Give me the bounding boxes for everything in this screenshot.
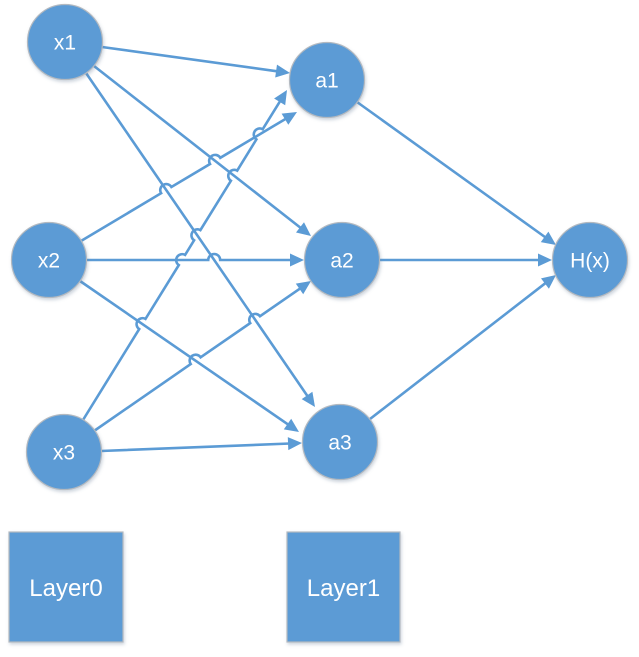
- layer-labels-group: Layer0 Layer1: [8, 531, 401, 643]
- node-a1: a1: [288, 41, 366, 119]
- node-x3-label: x3: [53, 441, 75, 464]
- arrowhead-x1-a1: [275, 64, 290, 78]
- layer-box-layer0-label: Layer0: [29, 575, 102, 602]
- node-x2-label: x2: [38, 249, 60, 272]
- arrowhead-a3-hx: [541, 275, 556, 289]
- node-hx: H(x): [551, 221, 629, 299]
- node-hx-circle: [551, 221, 629, 299]
- arrowhead-a1-hx: [540, 231, 556, 245]
- edge-x1-a1: [100, 45, 280, 73]
- layer-box-layer1: Layer1: [286, 531, 401, 643]
- node-a2-label: a2: [330, 249, 353, 272]
- node-x1: x1: [26, 3, 104, 81]
- arrowhead-x3-a1: [274, 90, 287, 106]
- node-a2-circle: [303, 221, 381, 299]
- edge-x1-a3: [84, 71, 310, 399]
- edge-x1-a2: [92, 64, 303, 230]
- edge-x2-a1: [79, 116, 288, 243]
- node-hx-label: H(x): [570, 249, 610, 272]
- edge-a1-hx: [355, 100, 548, 240]
- arrowhead-x3-a2: [295, 281, 311, 295]
- node-a2: a2: [303, 221, 381, 299]
- node-a1-label: a1: [315, 69, 338, 92]
- arrowhead-x2-a1: [281, 112, 297, 125]
- arrowhead-x3-a3: [287, 437, 302, 451]
- node-x1-label: x1: [54, 31, 76, 54]
- edge-x2-a3: [78, 279, 291, 427]
- edges-group: [78, 45, 556, 453]
- edge-x3-a2: [92, 286, 303, 433]
- nodes-group: x1 x2 x3 a1 a2 a3 H(x): [10, 3, 629, 491]
- edge-a3-hx: [368, 281, 548, 421]
- node-a1-circle: [288, 41, 366, 119]
- node-x3-circle: [25, 413, 103, 491]
- node-x3: x3: [25, 413, 103, 491]
- layer-box-layer1-rect: [286, 531, 401, 643]
- arrowhead-x1-a2: [296, 222, 311, 236]
- node-a3: a3: [301, 403, 379, 481]
- node-a3-circle: [301, 403, 379, 481]
- layer-box-layer1-label: Layer1: [307, 575, 380, 602]
- arrowhead-x1-a3: [301, 391, 315, 407]
- arrowhead-a2-hx: [538, 253, 552, 267]
- edge-x3-a3: [99, 442, 292, 453]
- layer-box-layer0-rect: [8, 531, 124, 643]
- node-a3-label: a3: [328, 431, 351, 454]
- layer-box-layer0: Layer0: [8, 531, 124, 643]
- arrowhead-x2-a2: [290, 253, 304, 267]
- edge-x2-a2: [84, 252, 294, 262]
- node-x2: x2: [10, 221, 88, 299]
- node-x2-circle: [10, 221, 88, 299]
- node-x1-circle: [26, 3, 104, 81]
- arrowhead-x2-a3: [283, 418, 299, 432]
- edge-x3-a1: [81, 98, 282, 422]
